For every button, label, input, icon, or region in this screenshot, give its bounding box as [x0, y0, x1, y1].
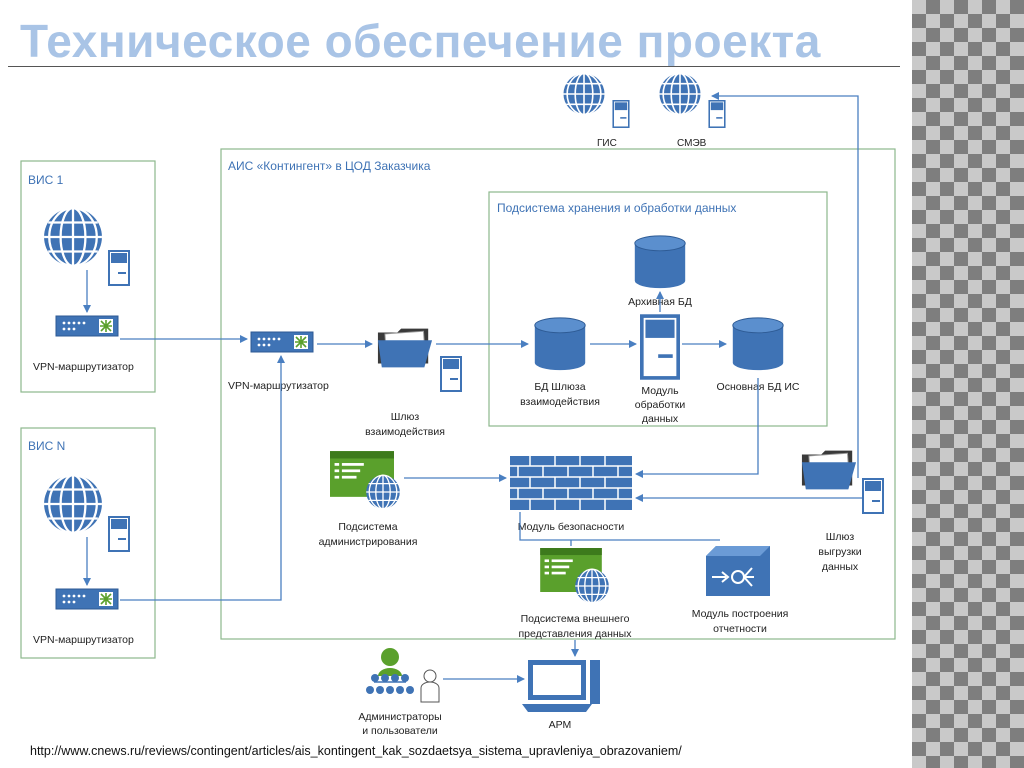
page-title: Техническое обеспечение проекта: [20, 15, 821, 67]
security-label: Модуль безопасности: [518, 521, 625, 533]
export-to-external-connector: [711, 92, 859, 478]
gateway-server-icon: [440, 356, 462, 392]
vis1-title: ВИС 1: [28, 173, 64, 187]
visn-router-icon: [55, 588, 119, 610]
firewall-icon: [510, 456, 632, 510]
processing-label-1: Модуль: [641, 385, 679, 397]
reporting-label-2: отчетности: [713, 623, 767, 635]
main-db-icon: [732, 317, 784, 371]
reporting-label-1: Модуль построения: [692, 608, 789, 620]
users-label-2: и пользователи: [362, 725, 438, 737]
security-bus-connector: [519, 512, 720, 541]
gateway-label-1: Шлюз: [391, 411, 420, 423]
gateway-db-icon: [534, 317, 586, 371]
source-link[interactable]: http://www.cnews.ru/reviews/contingent/a…: [30, 744, 682, 758]
visn-router-label: VPN-маршрутизатор: [33, 634, 134, 646]
maindb-to-security-connector: [635, 378, 759, 478]
users-group-icon: [366, 648, 414, 694]
visn-to-ais-connector: [120, 355, 285, 601]
vis1-server-icon: [108, 250, 130, 286]
visn-server-icon: [108, 516, 130, 552]
ais-router-icon: [250, 331, 314, 353]
external-repr-label-1: Подсистема внешнего: [521, 613, 630, 625]
ais-frame: [220, 148, 896, 640]
smev-label: СМЭВ: [677, 138, 707, 149]
gateway-db-label-1: БД Шлюза: [534, 381, 585, 393]
gateway-folder-icon: [377, 328, 433, 368]
users-label-1: Администраторы: [358, 711, 441, 723]
admin-console-icon: [330, 451, 401, 510]
external-repr-icon: [540, 548, 610, 604]
processing-server-icon: [640, 314, 680, 380]
visn-title: ВИС N: [28, 439, 65, 453]
ais-title: АИС «Контингент» в ЦОД Заказчика: [228, 159, 431, 173]
visn-globe-icon: [42, 473, 104, 535]
ais-router-label: VPN-маршрутизатор: [228, 380, 329, 392]
vis1-frame: [20, 160, 156, 393]
processing-label-2: обработки: [635, 399, 686, 411]
gis-server-icon: [612, 100, 630, 128]
processing-label-3: данных: [642, 413, 679, 425]
architecture-diagram: ВИС 1 ВИС N АИС «Контингент» в ЦОД Заказ…: [20, 72, 896, 737]
external-repr-label-2: представления данных: [519, 628, 633, 640]
export-folder-icon: [801, 450, 857, 490]
title-divider: [8, 66, 900, 67]
visn-frame: [20, 427, 156, 659]
admin-label-1: Подсистема: [338, 521, 397, 533]
gis-label: ГИС: [597, 138, 617, 149]
vis1-router-label: VPN-маршрутизатор: [33, 361, 134, 373]
decorative-pattern: [912, 0, 1024, 768]
storage-title: Подсистема хранения и обработки данных: [497, 201, 736, 215]
smev-globe-icon: [658, 72, 702, 116]
vis1-router-icon: [55, 315, 119, 337]
export-server-icon: [862, 478, 884, 514]
arm-label: АРМ: [549, 719, 572, 731]
reporting-icon: [706, 546, 770, 596]
user-person-icon: [420, 669, 440, 703]
gateway-db-label-2: взаимодействия: [520, 396, 600, 408]
export-gateway-label-3: данных: [822, 561, 859, 573]
admin-label-2: администрирования: [319, 536, 418, 548]
storage-frame: [488, 191, 828, 427]
workstation-icon: [522, 660, 600, 712]
gateway-label-2: взаимодействия: [365, 426, 445, 438]
smev-server-icon: [708, 100, 726, 128]
export-gateway-label-1: Шлюз: [826, 531, 855, 543]
gis-globe-icon: [562, 72, 606, 116]
archive-db-icon: [634, 235, 686, 289]
vis1-globe-icon: [42, 206, 104, 268]
export-gateway-label-2: выгрузки: [818, 546, 861, 558]
